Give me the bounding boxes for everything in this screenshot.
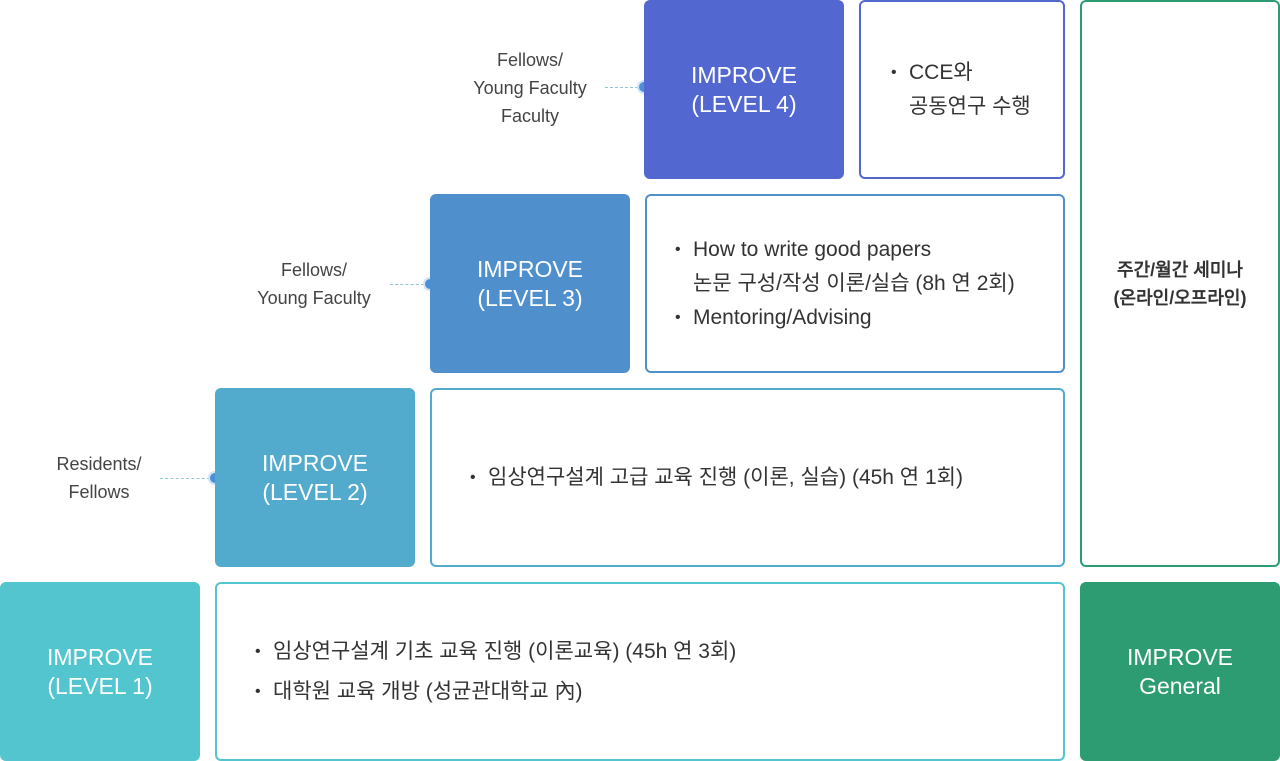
bullet-item: • CCE와 공동연구 수행 (891, 56, 1063, 124)
bullet-item: • 임상연구설계 고급 교육 진행 (이론, 실습) (45h 연 1회) (470, 461, 1063, 495)
level3-description: • How to write good papers 논문 구성/작성 이론/실… (645, 194, 1065, 373)
level4-audience: Fellows/ Young Faculty Faculty (473, 50, 587, 126)
bullet-dot: • (255, 682, 261, 700)
level4-box: IMPROVE (LEVEL 4) (644, 0, 844, 179)
level1-box: IMPROVE (LEVEL 1) (0, 582, 200, 761)
bullet-text: Mentoring/Advising (693, 305, 872, 329)
level3-audience: Fellows/ Young Faculty (257, 260, 371, 308)
seminar-box: 주간/월간 세미나 (온라인/오프라인) (1080, 0, 1280, 567)
level3-box: IMPROVE (LEVEL 3) (430, 194, 630, 373)
bullet-dot: • (255, 642, 261, 660)
bullet-text: How to write good papers 논문 구성/작성 이론/실습 … (693, 237, 1015, 295)
seminar-label: 주간/월간 세미나 (온라인/오프라인) (1113, 259, 1247, 308)
bullet-dot: • (675, 240, 681, 258)
bullet-text: 임상연구설계 기초 교육 진행 (이론교육) (45h 연 3회) (273, 639, 737, 663)
bullet-item: • 임상연구설계 기초 교육 진행 (이론교육) (45h 연 3회) (255, 632, 1063, 672)
bullet-text: CCE와 공동연구 수행 (909, 60, 1031, 118)
level2-description: • 임상연구설계 고급 교육 진행 (이론, 실습) (45h 연 1회) (430, 388, 1065, 567)
bullet-dot: • (891, 63, 897, 81)
bullet-dot: • (470, 468, 476, 486)
level1-description: • 임상연구설계 기초 교육 진행 (이론교육) (45h 연 3회) • 대학… (215, 582, 1065, 761)
level4-connector (605, 87, 638, 88)
level4-description: • CCE와 공동연구 수행 (859, 0, 1065, 179)
bullet-item: • How to write good papers 논문 구성/작성 이론/실… (675, 233, 1063, 301)
general-box: IMPROVE General (1080, 582, 1280, 761)
bullet-item: • 대학원 교육 개방 (성균관대학교 內) (255, 672, 1063, 712)
bullet-item: • Mentoring/Advising (675, 301, 1063, 335)
level2-audience: Residents/ Fellows (56, 454, 142, 502)
level2-connector (160, 478, 210, 479)
bullet-text: 임상연구설계 고급 교육 진행 (이론, 실습) (45h 연 1회) (488, 465, 963, 489)
bullet-dot: • (675, 308, 681, 326)
level2-box: IMPROVE (LEVEL 2) (215, 388, 415, 567)
bullet-text: 대학원 교육 개방 (성균관대학교 內) (273, 679, 583, 703)
level3-connector (390, 284, 424, 285)
